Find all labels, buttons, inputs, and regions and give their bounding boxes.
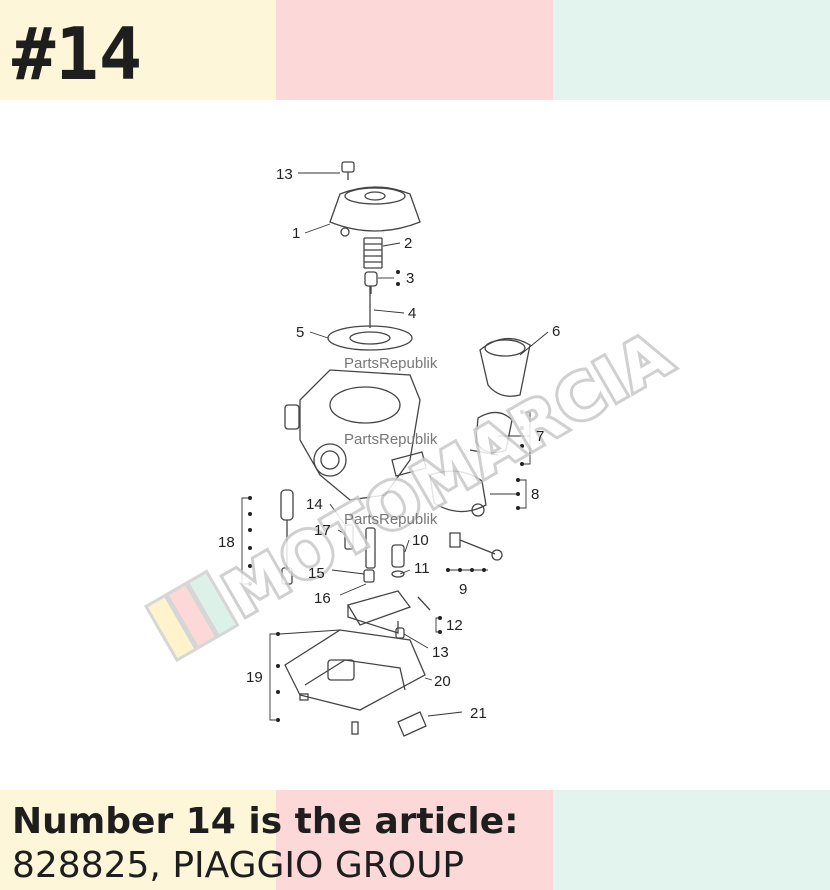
callout-labels: 13 1 2 3 4 5 6 7 8 14 17 18 10 11 15 16 … (218, 166, 560, 722)
callout-9: 9 (459, 581, 467, 598)
partsrepublik-watermarks: PartsRepublik PartsRepublik PartsRepubli… (344, 355, 438, 528)
caption-article-number: 828825, PIAGGIO GROUP (12, 845, 465, 886)
callout-6: 6 (552, 323, 560, 340)
carburetor-body-part (284, 369, 427, 501)
callout-11: 11 (414, 560, 430, 577)
throttle-valve-part (479, 338, 531, 397)
starter-housing-part (429, 470, 487, 517)
callout-8: 8 (531, 486, 539, 503)
needle-valve-part (391, 544, 405, 568)
caption-heading: Number 14 is the article: (12, 801, 519, 842)
bowl-screw-part (299, 693, 309, 701)
callout-3: 3 (406, 270, 414, 287)
emulsion-tube-part (365, 527, 376, 569)
needle-retainer-part (364, 271, 378, 294)
callout-1: 1 (292, 225, 300, 242)
callout-7: 7 (536, 428, 544, 445)
callout-21: 21 (470, 705, 487, 722)
callout-15: 15 (308, 565, 325, 582)
drain-screw-part (351, 721, 359, 735)
callout-19: 19 (246, 669, 263, 686)
screw-part (341, 161, 355, 180)
seal-part (391, 570, 405, 578)
spring-part (363, 237, 383, 269)
float-part (347, 590, 431, 634)
callout-5: 5 (296, 324, 304, 341)
partsrepublik-watermark: PartsRepublik (344, 355, 438, 372)
pilot-jet-part (363, 569, 375, 583)
carburetor-cover-part (329, 186, 421, 237)
jet-assembly-part (280, 489, 294, 585)
callout-17: 17 (314, 522, 331, 539)
article-caption: Number 14 is the article: 828825, PIAGGI… (12, 800, 519, 888)
idle-screw-part (449, 532, 503, 561)
exploded-parts-diagram: MOTOMARCIA PartsRepublik PartsRepublik P… (143, 161, 687, 737)
callout-20: 20 (434, 673, 451, 690)
callout-2: 2 (404, 235, 412, 252)
diaphragm-part (327, 325, 413, 351)
callout-16: 16 (314, 590, 331, 607)
top-color-band (0, 0, 830, 100)
float-bowl-part (284, 629, 426, 711)
callout-13: 13 (276, 166, 293, 183)
callout-12: 12 (446, 617, 463, 634)
choke-assembly-part (469, 411, 513, 456)
part-number-title: #14 (12, 12, 143, 96)
bottom-color-band (0, 790, 830, 890)
clamp-part (397, 711, 427, 737)
brand-watermark-text: MOTOMARCIA (212, 317, 684, 632)
callout-18: 18 (218, 534, 235, 551)
callout-10: 10 (412, 532, 429, 549)
callout-14: 14 (306, 496, 323, 513)
main-jet-part (344, 524, 354, 550)
partsrepublik-watermark: PartsRepublik (344, 431, 438, 448)
callout-4: 4 (408, 305, 416, 322)
partsrepublik-watermark: PartsRepublik (344, 511, 438, 528)
callout-13-lower: 13 (432, 644, 449, 661)
